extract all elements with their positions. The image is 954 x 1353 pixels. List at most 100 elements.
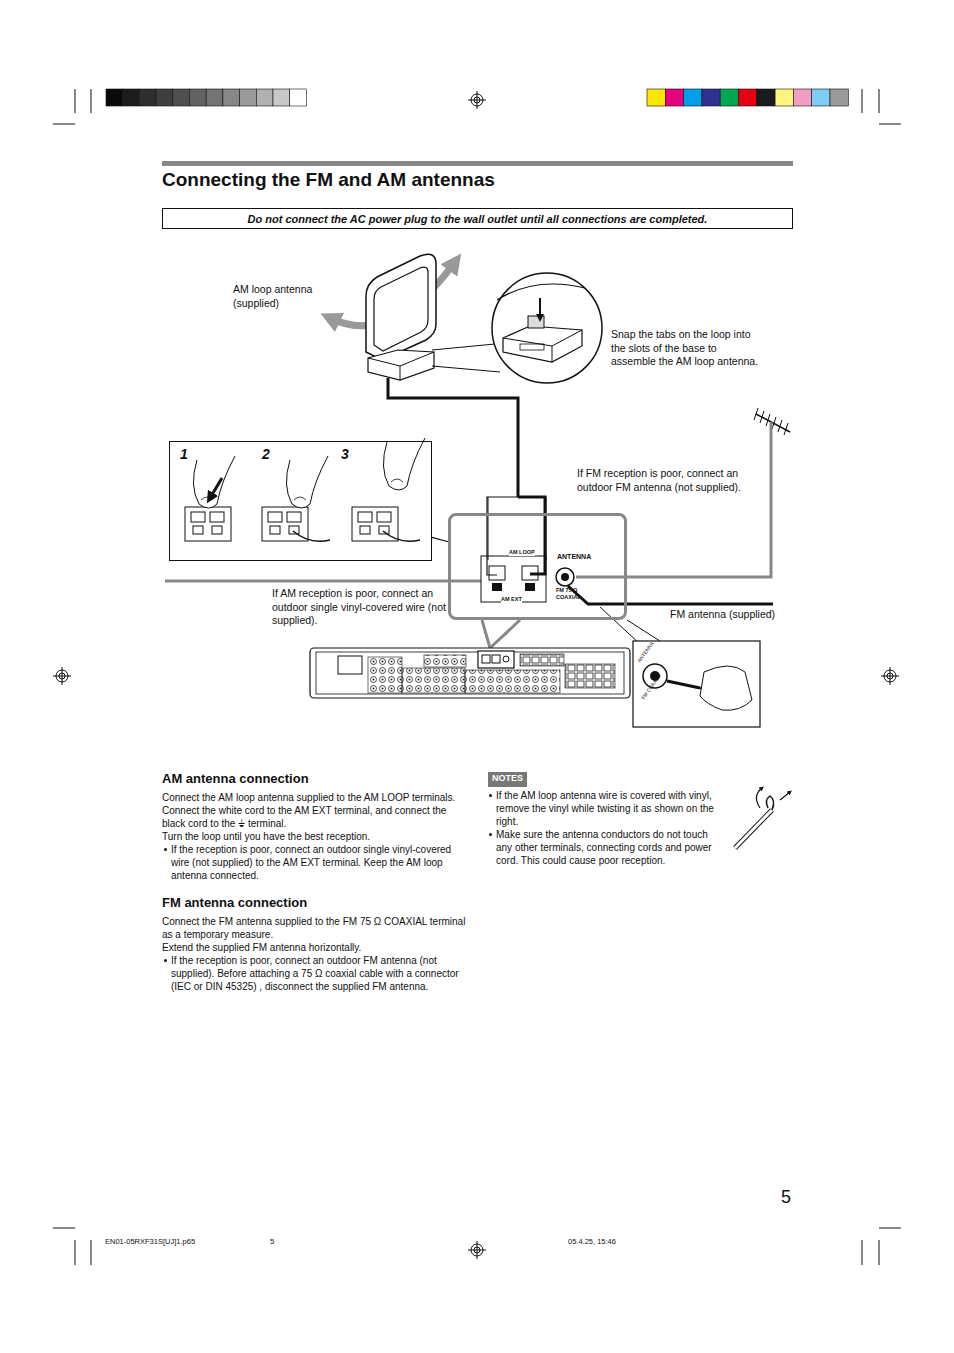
body-text: Connect the AM loop antenna supplied to …: [162, 791, 470, 804]
am-ext-wire: [165, 581, 508, 582]
registration-bars-part: [812, 89, 830, 106]
callout: FM antenna (supplied): [670, 608, 800, 622]
zoom-circle-part: [539, 298, 541, 318]
rear-panel-part: [402, 668, 465, 693]
terminal-block-part: [556, 568, 574, 586]
footer-text: 5: [270, 1237, 274, 1247]
warning-box: Do not connect the AC power plug to the …: [162, 208, 793, 229]
step-illustrations-part: [383, 531, 420, 541]
node-text: 1: [180, 446, 188, 462]
steps-box: 1 2 3: [169, 441, 432, 561]
terminal-block-part: [525, 583, 535, 591]
am-loop-antenna: [330, 254, 455, 380]
section-heading: FM antenna connection: [162, 894, 470, 911]
wire-twist-illustration-part: [756, 788, 762, 808]
body-text: Turn the loop until you have the best re…: [162, 830, 470, 843]
registration-mark-part: [53, 667, 71, 685]
zoom-circle-part: [497, 284, 585, 300]
crop-marks-part: [53, 1228, 91, 1265]
fm-connector-inset-part: [700, 666, 752, 710]
terminal-block-part: [482, 620, 520, 648]
body-text: Connect the white cord to the AM EXT ter…: [162, 804, 470, 830]
registration-bars-part: [720, 89, 738, 106]
bullet-text: If the reception is poor, connect an out…: [162, 954, 470, 993]
am-loop-antenna-part: [366, 254, 436, 360]
inset-label: FM COAXIAL: [640, 672, 662, 700]
rear-panel-part: [600, 607, 660, 645]
registration-mark-part: [881, 667, 899, 685]
node-text: AM EXT: [501, 596, 522, 603]
step-illustrations-part: [293, 531, 330, 541]
registration-bars-part: [123, 89, 140, 106]
wire-twist-illustration: [735, 788, 790, 848]
callout: AM loop antenna (supplied): [233, 283, 348, 310]
rear-panel-part: [310, 648, 630, 698]
registration-bars-part: [139, 89, 156, 106]
terminal-block-part: [489, 566, 505, 580]
page-title: Connecting the FM and AM antennas: [162, 168, 495, 191]
fm-connector-inset-part: [667, 681, 700, 688]
outdoor-fm-antenna: [576, 408, 790, 577]
body-text: Extend the supplied FM antenna horizonta…: [162, 941, 470, 954]
node-text: 3: [341, 446, 349, 462]
terminal-block-part: [561, 573, 569, 581]
registration-bars-part: [273, 89, 290, 106]
text-column: If the AM loop antenna wire is covered w…: [487, 789, 725, 867]
registration-bars-part: [290, 89, 307, 106]
registration-bars-part: [702, 89, 720, 106]
registration-bars-part: [793, 89, 811, 106]
registration-bars-part: [156, 89, 173, 106]
terminal-block-part: [492, 583, 502, 591]
crop-marks-part: [862, 89, 901, 124]
registration-bars-part: [684, 89, 702, 106]
outdoor-fm-antenna-part: [756, 414, 790, 432]
registration-bars-part: [206, 89, 223, 106]
title-rule-part: [162, 161, 793, 166]
rear-panel-part: [482, 655, 490, 663]
rear-panel-part: [503, 656, 509, 662]
rear-panel: [310, 607, 660, 698]
step-illustrations-part: [210, 478, 222, 498]
registration-bars-part: [223, 89, 240, 106]
zoom-circle-part: [528, 316, 544, 328]
zoom-circle-part: [432, 344, 500, 372]
note-text: Make sure the antenna conductors do not …: [487, 828, 725, 867]
bullet-text: If the reception is poor, connect an out…: [162, 843, 470, 882]
node-text: 2: [262, 446, 270, 462]
registration-bars-part: [106, 89, 123, 106]
zoom-circle-part: [503, 330, 582, 362]
registration-bars-part: [647, 89, 665, 106]
inset-label: ANTENNA: [636, 640, 655, 663]
terminal-block: [481, 556, 574, 648]
node-text: FM 75 Ω COAXIAL: [556, 587, 588, 601]
step-illustrations: [185, 438, 425, 541]
section-heading: AM antenna connection: [162, 770, 470, 787]
crop-marks-part: [862, 1228, 901, 1265]
step-illustrations-part: [185, 507, 231, 541]
registration-bars-part: [665, 89, 683, 106]
node-text: Do not connect the AC power plug to the …: [248, 212, 708, 226]
body-text: Connect the FM antenna supplied to the F…: [162, 915, 470, 941]
zoom-circle-part: [503, 326, 582, 362]
am-loop-antenna-part: [368, 350, 434, 380]
am-loop-wire: [388, 378, 546, 575]
fm-antenna-wire: [568, 586, 773, 604]
callout-pointer: [432, 537, 448, 541]
registration-mark-part: [468, 91, 486, 109]
registration-mark-part: [468, 1241, 486, 1259]
step-illustrations-part: [193, 456, 235, 508]
am-loop-wire-part: [488, 497, 546, 560]
wire-twist-illustration-part: [766, 796, 773, 810]
callout: Snap the tabs on the loop into the slots…: [611, 328, 761, 369]
rear-panel-part: [565, 664, 615, 688]
fm-antenna-wire-part: [568, 586, 773, 604]
node-text: NOTES: [492, 773, 523, 784]
am-loop-wire-part: [518, 497, 545, 574]
rear-panel-part: [424, 655, 466, 667]
zoom-circle-part: [520, 344, 544, 350]
rear-panel-part: [492, 655, 500, 663]
am-ext-wire-part: [165, 580, 508, 583]
footer-text: 05.4.25, 15:46: [568, 1237, 616, 1247]
